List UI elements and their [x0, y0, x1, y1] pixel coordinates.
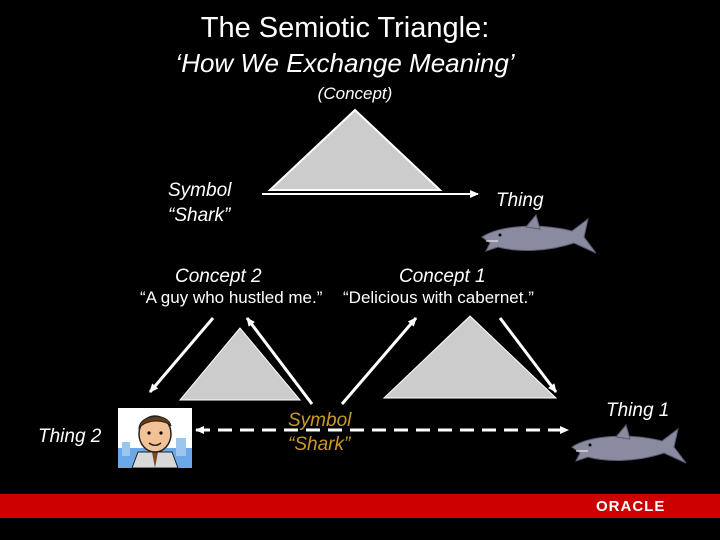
shark-icon	[481, 213, 597, 254]
bottom-symbol-label: Symbol	[288, 410, 352, 431]
concept1-to-thing1-arrow	[498, 317, 558, 393]
top-thing-label: Thing	[496, 190, 544, 211]
concept2-to-thing2-arrow	[148, 317, 215, 393]
concept2-meaning: “A guy who hustled me.”	[140, 288, 323, 307]
concept1-meaning: “Delicious with cabernet.”	[343, 288, 534, 307]
top-symbol-value: “Shark”	[168, 205, 231, 226]
symbol-to-concept1-arrow	[340, 317, 418, 405]
top-concept-label: (Concept)	[317, 84, 393, 103]
concept1-label: Concept 1	[399, 266, 486, 287]
shark-icon	[571, 423, 687, 464]
symbol-to-concept2-arrow	[245, 317, 314, 405]
concept2-triangle	[178, 327, 302, 401]
thing1-label: Thing 1	[606, 400, 670, 421]
bottom-symbol-value: “Shark”	[288, 434, 351, 455]
thing2-label: Thing 2	[38, 426, 102, 447]
top-symbol-label: Symbol	[168, 180, 232, 201]
oracle-logo: ORACLE	[596, 498, 665, 513]
top-concept-triangle	[267, 108, 443, 191]
concept1-triangle	[382, 315, 558, 399]
concept2-label: Concept 2	[175, 266, 262, 287]
footer-bar	[0, 494, 720, 518]
slide-subtitle: ‘How We Exchange Meaning’	[175, 48, 515, 78]
slide-title: The Semiotic Triangle:	[200, 12, 490, 44]
person-avatar-icon	[118, 408, 192, 468]
svg-text:ORACLE: ORACLE	[596, 498, 665, 513]
